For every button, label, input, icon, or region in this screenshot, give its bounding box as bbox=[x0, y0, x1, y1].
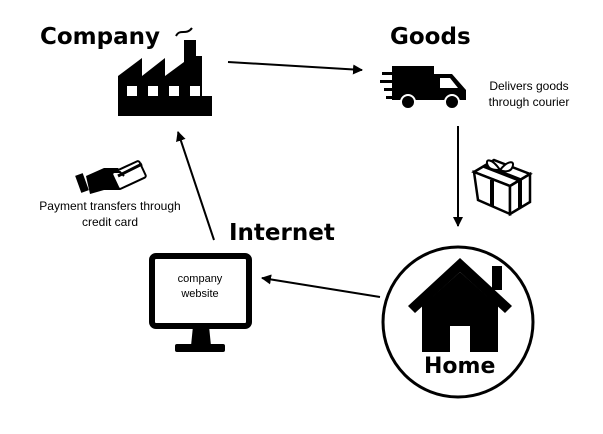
arrow-company-to-goods bbox=[227, 61, 363, 75]
monitor-icon bbox=[149, 253, 252, 352]
courier-note: Delivers goods through courier bbox=[474, 78, 584, 110]
company-title: Company bbox=[40, 24, 160, 50]
internet-title: Internet bbox=[229, 220, 335, 246]
factory-icon bbox=[118, 27, 212, 116]
gift-box-icon bbox=[471, 158, 533, 217]
arrow-internet-to-company bbox=[176, 131, 215, 241]
courier-note-line2: through courier bbox=[488, 95, 570, 109]
delivery-truck-icon bbox=[380, 66, 466, 110]
payment-note-line2: credit card bbox=[81, 215, 139, 229]
card-payment-icon bbox=[75, 160, 147, 194]
monitor-screen-line2: website bbox=[181, 288, 219, 300]
monitor-screen-line1: company bbox=[177, 273, 223, 285]
arrow-home-to-internet bbox=[261, 274, 381, 298]
courier-note-line1: Delivers goods bbox=[489, 79, 569, 93]
house-icon bbox=[408, 258, 512, 352]
goods-title: Goods bbox=[390, 24, 471, 50]
payment-note-line1: Payment transfers through bbox=[39, 199, 181, 213]
payment-note: Payment transfers through credit card bbox=[20, 198, 200, 230]
home-title: Home bbox=[424, 354, 496, 379]
monitor-screen-text: company website bbox=[160, 272, 240, 302]
